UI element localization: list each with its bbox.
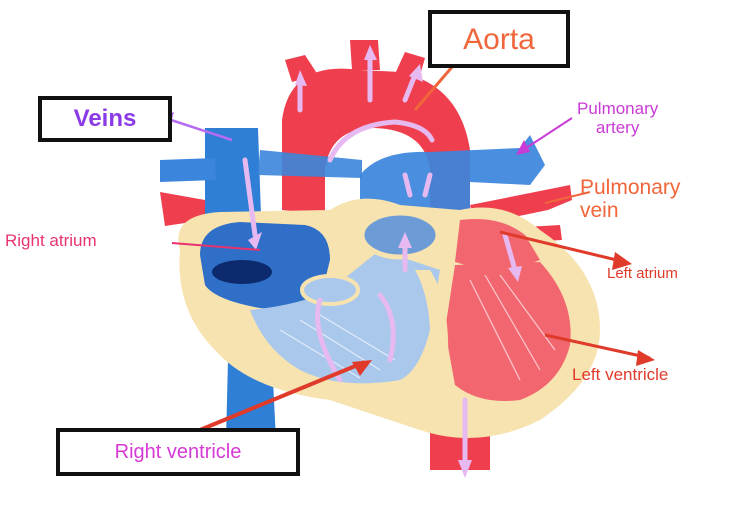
pulmonary-artery-line1: Pulmonary <box>577 99 659 118</box>
left-ventricle-label: Left ventricle <box>572 365 669 384</box>
pulmonary-artery-label: Pulmonary artery <box>577 99 659 137</box>
left-atrium-label: Left atrium <box>607 265 678 282</box>
pulmonary-vein-line1: Pulmonary <box>580 176 681 199</box>
pointer-lines <box>164 51 651 434</box>
aorta-branch-middle <box>350 40 380 70</box>
pulmonary-vein-pointer <box>544 191 591 204</box>
left-atrium-pointer <box>499 230 626 264</box>
aorta-arch <box>282 68 470 260</box>
aorta-branch-left <box>285 55 318 82</box>
blue-side-vessel <box>160 158 216 182</box>
right-atrium-pointer <box>171 242 261 251</box>
blood-flow-arrows <box>242 55 518 471</box>
right-atrium-opening <box>212 260 272 284</box>
pulmonary-artery-pointer <box>519 117 573 153</box>
left-ventricle-pointer <box>544 333 651 360</box>
right-ventricle-pointer <box>194 360 366 434</box>
flow-arrow-heads <box>248 45 522 478</box>
pulmonary-vein-line2: vein <box>580 199 619 223</box>
pulmonary-valve-ring <box>359 210 441 260</box>
pulmonary-artery-line2: artery <box>595 117 640 137</box>
left-ventricle-chamber <box>445 262 571 401</box>
aorta-label-box: Aorta <box>428 10 570 68</box>
veins-label-box: Veins <box>38 96 172 142</box>
pulmonary-vein-label: Pulmonary vein <box>580 176 680 222</box>
aorta-label: Aorta <box>463 22 535 56</box>
right-ventricle-label: Right ventricle <box>114 441 242 463</box>
veins-pointer <box>164 116 233 142</box>
tricuspid-valve-ring <box>300 274 360 306</box>
right-ventricle-label-box: Right ventricle <box>56 428 300 476</box>
pulmonary-artery-branch-left <box>258 150 362 178</box>
veins-label: Veins <box>73 104 137 132</box>
right-atrium-label: Right atrium <box>5 231 97 250</box>
septum <box>410 270 449 420</box>
left-atrium-chamber <box>455 219 540 275</box>
